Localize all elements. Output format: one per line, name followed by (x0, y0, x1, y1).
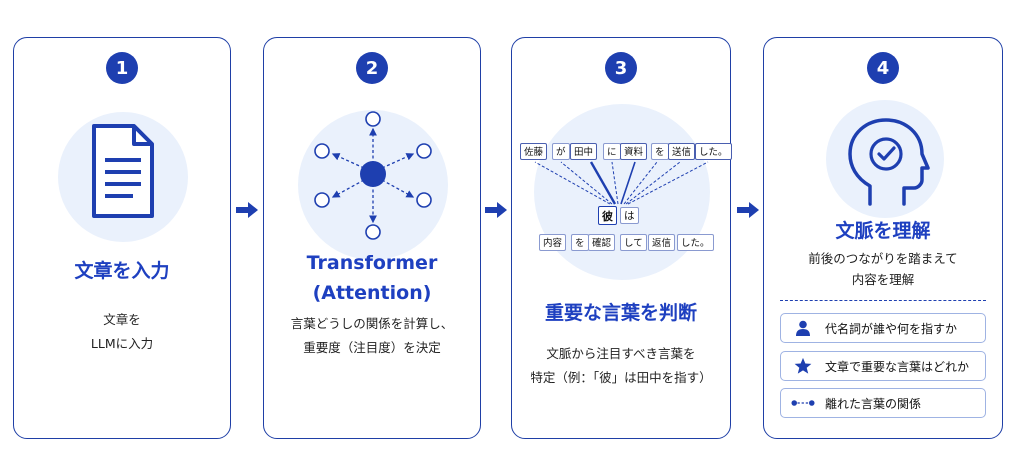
token: を (571, 234, 589, 251)
connection-icon (791, 398, 815, 408)
token: に (603, 143, 621, 160)
token: 送信 (668, 143, 696, 160)
feature-item: 文章で重要な言葉はどれか (780, 351, 986, 381)
token: 内容 (539, 234, 567, 251)
token: 田中 (570, 143, 598, 160)
token: 確認 (588, 234, 616, 251)
step-number-badge: 1 (106, 52, 138, 84)
token: 佐藤 (520, 143, 548, 160)
step-subtitle: 前後のつながりを踏まえて 内容を理解 (808, 251, 958, 287)
feature-item: 代名詞が誰や何を指すか (780, 313, 986, 343)
step-number-badge: 4 (867, 52, 899, 84)
feature-label: 代名詞が誰や何を指すか (825, 321, 958, 336)
person-icon (791, 320, 815, 336)
step-title: Transformer (Attention) (306, 252, 438, 304)
arrow-right-icon (737, 202, 759, 218)
token: 資料 (620, 143, 648, 160)
token: した。 (677, 234, 714, 251)
arrow-right-icon (485, 202, 507, 218)
token: を (651, 143, 669, 160)
step-title: 文章を入力 (74, 260, 170, 282)
attention-lines (534, 161, 709, 205)
star-icon (791, 357, 815, 375)
step-card-4: 4 文脈を理解 前後のつながりを踏まえて 内容を理解 代名詞が誰や何を指すか 文… (763, 37, 1003, 439)
document-icon (92, 124, 154, 218)
attention-network-icon (314, 111, 432, 240)
head-check-icon (848, 118, 930, 206)
arrow-right-icon (236, 202, 258, 218)
step-description: 言葉どうしの関係を計算し、 重要度（注目度）を決定 (290, 316, 454, 355)
step-card-2: 2 Transformer (Attention) 言葉 (263, 37, 481, 439)
divider (780, 300, 986, 301)
step-number-badge: 2 (356, 52, 388, 84)
step-description: 文脈から注目すべき言葉を 特定（例：「彼」は田中を指す） (530, 346, 712, 385)
token: して (620, 234, 647, 251)
token: 返信 (648, 234, 676, 251)
feature-label: 離れた言葉の関係 (825, 396, 922, 411)
step-title: 重要な言葉を判断 (544, 302, 697, 324)
focus-token: 彼 (598, 206, 617, 225)
token: は (620, 207, 639, 224)
step-number-badge: 3 (605, 52, 637, 84)
feature-item: 離れた言葉の関係 (780, 388, 986, 418)
token: が (552, 143, 570, 160)
step-card-3: 3 佐藤 が 田中 に 資料 を 送信 した。 彼 は 内容 を 確認 して 返… (511, 37, 732, 439)
step-title: 文脈を理解 (835, 220, 931, 242)
step-card-1: 1 文章を入力 文章を LLMに入力 (13, 37, 231, 439)
step-description: 文章を LLMに入力 (90, 312, 154, 351)
token: した。 (695, 143, 732, 160)
feature-label: 文章で重要な言葉はどれか (825, 359, 970, 374)
